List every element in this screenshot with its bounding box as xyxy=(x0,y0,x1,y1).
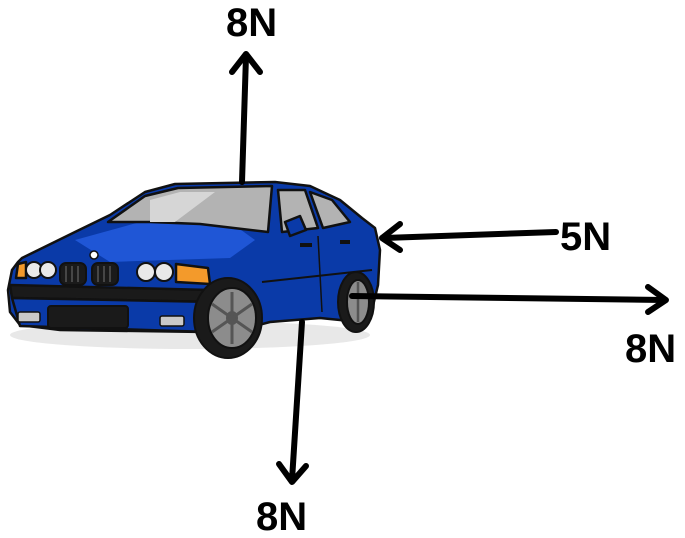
force-label-left: 5N xyxy=(560,215,611,259)
force-arrow-left xyxy=(379,221,559,253)
force-arrow-right xyxy=(349,284,669,315)
force-arrow-up xyxy=(229,51,263,185)
force-label-right: 8N xyxy=(625,327,676,371)
car-illustration xyxy=(6,180,382,359)
force-arrow-down xyxy=(276,319,309,485)
force-label-down: 8N xyxy=(256,495,307,538)
force-label-up: 8N xyxy=(226,1,277,45)
